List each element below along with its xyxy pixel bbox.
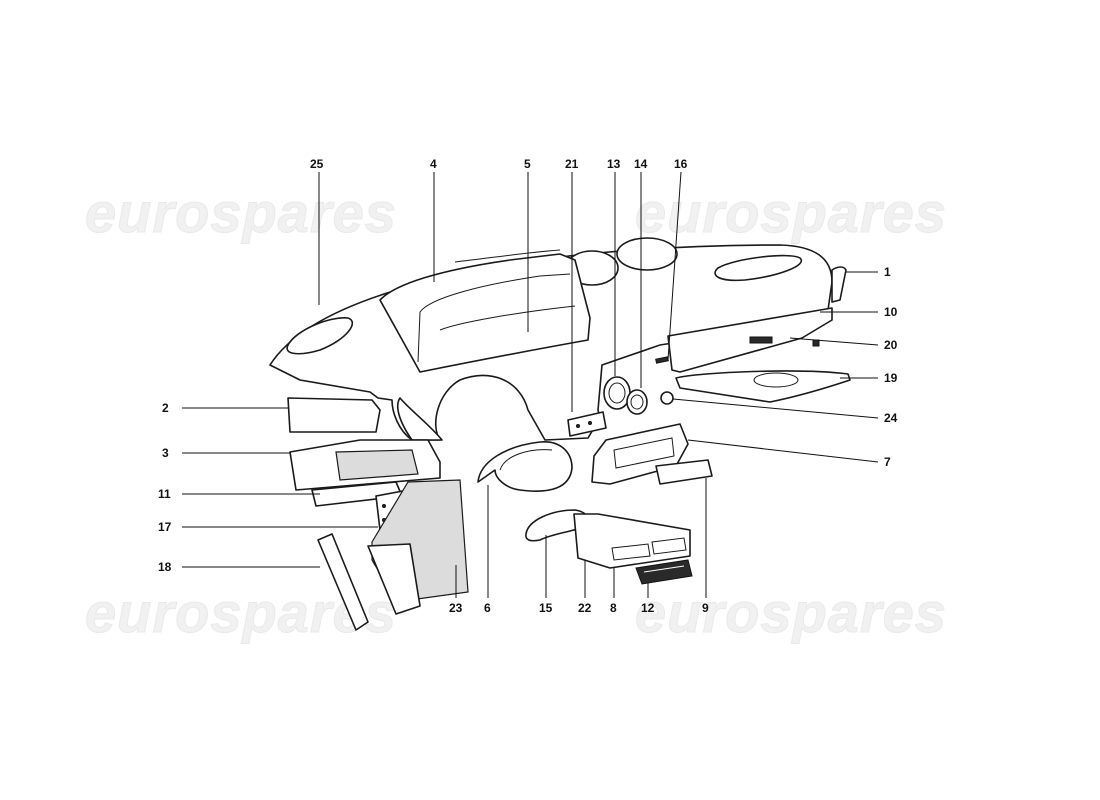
callout-2: 2 xyxy=(162,401,169,415)
round-vents xyxy=(603,376,648,415)
leader-lines xyxy=(182,171,879,598)
callout-11: 11 xyxy=(158,487,171,501)
callout-23: 23 xyxy=(449,601,463,615)
callout-1: 1 xyxy=(884,265,891,279)
callout-8: 8 xyxy=(610,601,617,615)
watermark-top-left: eurospares xyxy=(85,181,397,244)
outlet-housing-part xyxy=(573,513,691,569)
callout-4: 4 xyxy=(430,157,437,171)
callout-9: 9 xyxy=(702,601,709,615)
callout-24: 24 xyxy=(884,411,898,425)
callout-7: 7 xyxy=(884,455,891,469)
knob-part xyxy=(660,391,674,405)
callout-19: 19 xyxy=(884,371,898,385)
watermarks: eurospares eurospares eurospares eurospa… xyxy=(85,181,947,645)
callout-labels: 25 4 5 21 13 14 16 1 10 20 19 24 7 2 3 1… xyxy=(158,157,898,615)
callout-5: 5 xyxy=(524,157,531,171)
kick-strip-part xyxy=(317,533,369,631)
callout-14: 14 xyxy=(634,157,648,171)
callout-6: 6 xyxy=(484,601,491,615)
steering-shroud-part xyxy=(477,441,573,492)
callout-15: 15 xyxy=(539,601,553,615)
watermark-top-right: eurospares xyxy=(635,181,947,244)
callout-21: 21 xyxy=(565,157,579,171)
callout-13: 13 xyxy=(607,157,621,171)
callout-22: 22 xyxy=(578,601,592,615)
watermark-bottom-right: eurospares xyxy=(635,581,947,644)
callout-12: 12 xyxy=(641,601,655,615)
callout-17: 17 xyxy=(158,520,172,534)
bracket-part xyxy=(567,411,607,437)
carpet-panel-part xyxy=(367,479,469,615)
callout-20: 20 xyxy=(884,338,898,352)
callout-18: 18 xyxy=(158,560,172,574)
callout-25: 25 xyxy=(310,157,324,171)
callout-10: 10 xyxy=(884,305,898,319)
tray-part xyxy=(675,370,851,403)
badge-mark xyxy=(749,336,773,344)
cover-panel-part xyxy=(655,459,713,485)
watermark-bottom-left: eurospares xyxy=(85,581,397,644)
callout-16: 16 xyxy=(674,157,688,171)
side-panel-part xyxy=(287,397,381,433)
callout-3: 3 xyxy=(162,446,169,460)
control-unit-part xyxy=(635,559,693,585)
dashboard-part xyxy=(269,237,847,441)
